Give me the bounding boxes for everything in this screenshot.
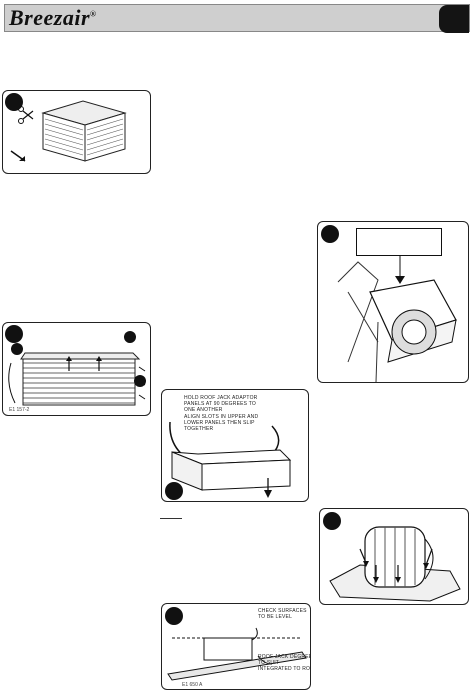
level-check-note: CHECK SURFACES TO BE LEVEL <box>258 608 307 620</box>
step-marker <box>5 325 23 343</box>
registered-mark: ® <box>90 9 97 19</box>
figure-code: E1 650 A <box>182 682 203 688</box>
header-bar: Breezair® <box>4 4 470 33</box>
step-marker <box>321 225 339 243</box>
brand-logo: Breezair® <box>9 5 96 31</box>
callout-box <box>356 228 442 256</box>
motor-assembly-illustration <box>329 526 461 602</box>
panel-slot-illustration <box>169 421 292 498</box>
roof-jack-illustration <box>337 256 457 382</box>
roof-jack-degrees-note: ROOF JACK DEGREES TO SUIT INTEGRATED TO … <box>258 654 311 672</box>
step-marker <box>323 512 341 530</box>
figure-3: HOLD ROOF JACK ADAPTOR PANELS AT 90 DEGR… <box>161 389 309 502</box>
roof-jack-level-illustration <box>167 627 307 681</box>
step-marker <box>165 607 183 625</box>
figure-1 <box>2 90 151 174</box>
step-2-marker <box>124 331 136 343</box>
step-1-marker <box>134 375 146 387</box>
figure-4 <box>317 221 469 383</box>
figure-2: E1 157-2 <box>2 322 151 416</box>
slot-alignment-note: ALIGN SLOTS IN UPPER AND LOWER PANELS TH… <box>184 414 259 432</box>
step-marker <box>165 482 183 500</box>
cooler-panels-illustration <box>8 352 146 406</box>
figure-code: E1 157-2 <box>9 407 30 413</box>
cooler-illustration <box>10 100 127 162</box>
section-tab <box>439 5 469 33</box>
panel-angle-note: HOLD ROOF JACK ADAPTOR PANELS AT 90 DEGR… <box>184 395 258 413</box>
step-3-marker <box>11 343 23 355</box>
divider-mark <box>160 518 182 519</box>
figure-5 <box>319 508 469 605</box>
figure-6: CHECK SURFACES TO BE LEVEL ROOF JACK DEG… <box>161 603 311 690</box>
brand-logo-text: Breezair <box>9 5 90 30</box>
step-marker <box>5 93 23 111</box>
